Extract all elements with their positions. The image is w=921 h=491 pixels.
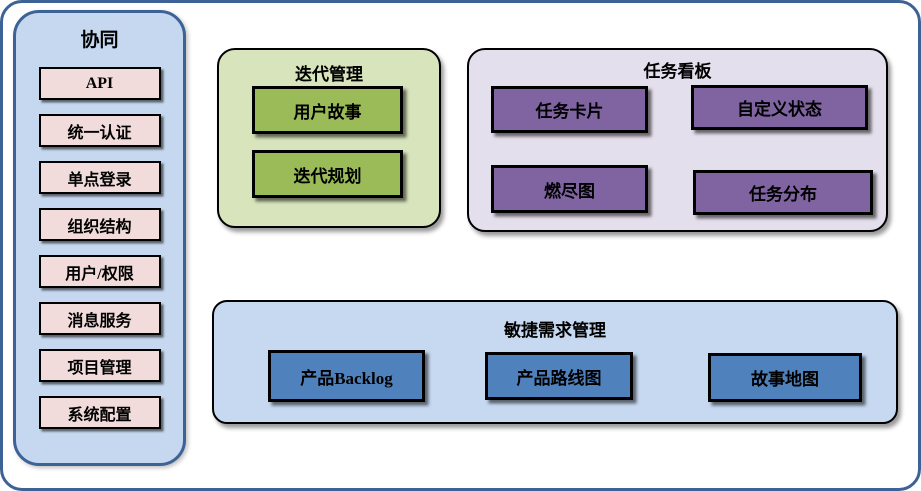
box-story-map: 故事地图 bbox=[708, 353, 862, 402]
box-task-distribution: 任务分布 bbox=[693, 170, 873, 215]
sidebar-item-system-config: 系统配置 bbox=[38, 396, 161, 429]
sidebar-item-org-structure: 组织结构 bbox=[38, 208, 161, 241]
iteration-management-panel: 迭代管理 用户故事 迭代规划 bbox=[217, 48, 441, 228]
sidebar-item-unified-auth: 统一认证 bbox=[38, 114, 161, 147]
box-custom-status: 自定义状态 bbox=[691, 85, 868, 130]
sidebar-items: API 统一认证 单点登录 组织结构 用户/权限 消息服务 项目管理 系统配置 bbox=[38, 67, 161, 429]
box-task-card: 任务卡片 bbox=[491, 86, 648, 133]
kanban-panel-title: 任务看板 bbox=[643, 62, 712, 81]
sidebar-item-user-permissions: 用户/权限 bbox=[38, 255, 161, 288]
agile-requirements-panel: 敏捷需求管理 产品Backlog 产品路线图 故事地图 bbox=[212, 300, 898, 424]
task-kanban-panel: 任务看板 任务卡片 自定义状态 燃尽图 任务分布 bbox=[467, 48, 888, 232]
box-burndown-chart: 燃尽图 bbox=[491, 165, 648, 213]
box-iteration-planning: 迭代规划 bbox=[252, 150, 403, 198]
sidebar-collaboration-panel: 协同 API 统一认证 单点登录 组织结构 用户/权限 消息服务 项目管理 系统… bbox=[13, 10, 186, 466]
sidebar-item-sso: 单点登录 bbox=[38, 161, 161, 194]
sidebar-item-project-management: 项目管理 bbox=[38, 349, 161, 382]
box-product-roadmap: 产品路线图 bbox=[485, 352, 633, 400]
requirements-panel-title: 敏捷需求管理 bbox=[504, 321, 606, 340]
box-user-story: 用户故事 bbox=[252, 86, 403, 134]
sidebar-item-api: API bbox=[38, 67, 161, 100]
iteration-panel-title: 迭代管理 bbox=[295, 65, 363, 84]
sidebar-title: 协同 bbox=[80, 30, 119, 51]
box-product-backlog: 产品Backlog bbox=[268, 350, 425, 402]
sidebar-item-message-service: 消息服务 bbox=[38, 302, 161, 335]
